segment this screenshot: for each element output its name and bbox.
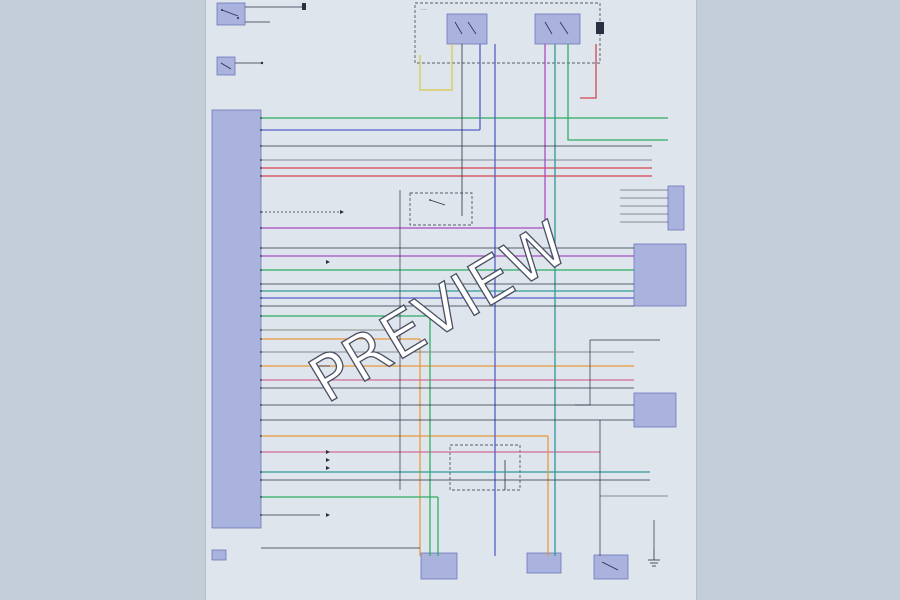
right-module-middle	[633, 243, 687, 307]
bottom-left-ground-block	[211, 549, 227, 561]
relay-fuse-box: ......	[414, 2, 604, 64]
module-pin-markers	[260, 117, 262, 516]
wires	[261, 44, 668, 556]
junction-box-lower	[449, 444, 521, 491]
junction-box-upper	[409, 192, 473, 226]
connector-arrows	[326, 210, 344, 517]
preview-watermark: PREVIEW	[297, 206, 581, 417]
bottom-sensor-1	[420, 552, 458, 580]
right-module-lower	[633, 392, 677, 428]
top-left-switch-2	[216, 56, 264, 76]
diagram-sheet	[205, 0, 697, 600]
bottom-sensor-2	[526, 552, 562, 574]
bottom-ground	[648, 548, 660, 567]
right-module-upper	[667, 185, 685, 231]
bottom-switch-3	[593, 554, 629, 580]
top-left-switch-1	[216, 2, 306, 26]
svg-text:......: ......	[420, 6, 428, 11]
main-control-module	[211, 109, 262, 529]
